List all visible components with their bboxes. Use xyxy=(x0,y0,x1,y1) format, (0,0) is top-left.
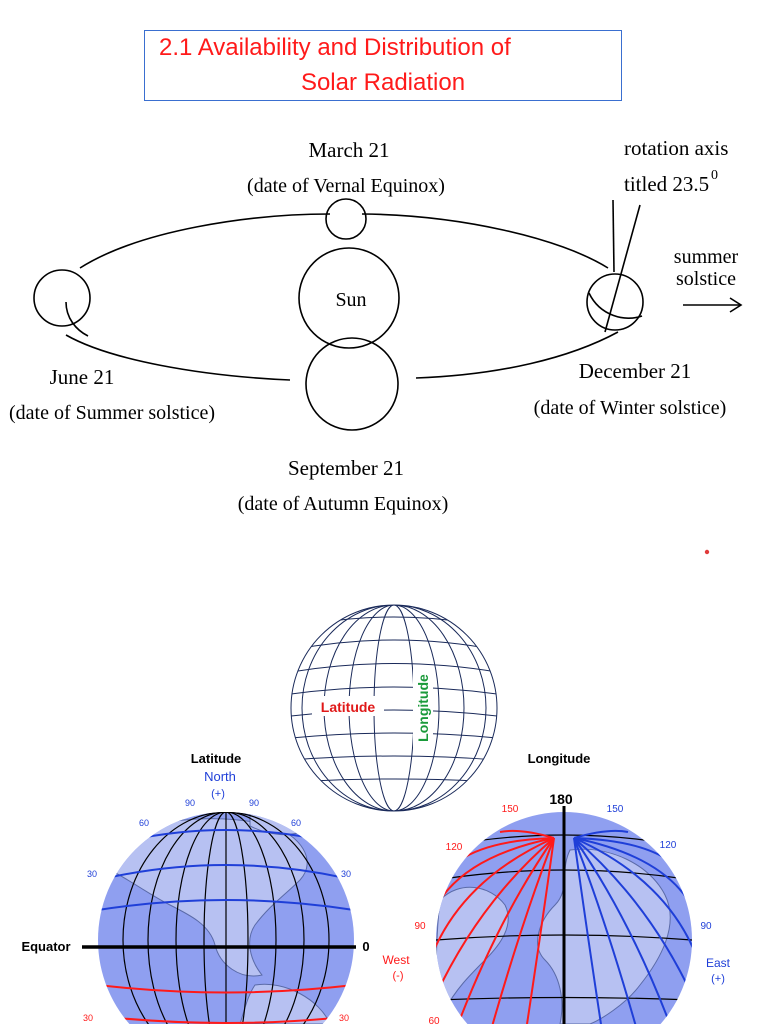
arrow-head-icon xyxy=(729,297,743,313)
longitude-label-bg xyxy=(413,666,433,748)
latitude-heading: Latitude xyxy=(191,751,242,766)
june-earth xyxy=(33,269,91,327)
december-axis xyxy=(604,204,641,333)
rotation-axis-line2: titled 23.5 xyxy=(624,172,709,196)
equator-label: Equator xyxy=(21,939,70,954)
december-caption: (date of Winter solstice) xyxy=(534,397,727,419)
title-line-1: 2.1 Availability and Distribution of xyxy=(159,34,511,61)
lat-zero-label: 0 xyxy=(362,939,369,954)
june-earth-axis xyxy=(65,301,89,337)
march-caption: (date of Vernal Equinox) xyxy=(247,175,445,197)
summer-arrow-line2: solstice xyxy=(676,268,736,290)
axis-pointer-left xyxy=(612,199,615,273)
lon-tick-120-left: 120 xyxy=(446,842,463,853)
lon-tick-60-left: 60 xyxy=(428,1016,440,1024)
lon-top-label: 180 xyxy=(549,791,573,807)
title-box: 2.1 Availability and Distribution of Sol… xyxy=(144,30,622,101)
september-caption: (date of Autumn Equinox) xyxy=(238,493,449,515)
title-line-2: Solar Radiation xyxy=(300,69,466,96)
march-earth xyxy=(325,198,367,240)
lat-tick-90-right: 90 xyxy=(249,798,259,808)
march-date: March 21 xyxy=(308,138,389,162)
lat-tick-60-left: 60 xyxy=(139,818,149,828)
east-label: East xyxy=(706,956,731,970)
sun-circle xyxy=(298,247,400,349)
latitude-label-bg xyxy=(312,696,384,716)
rotation-axis-degree: 0 xyxy=(711,168,718,183)
september-date: September 21 xyxy=(288,456,404,480)
lon-tick-90-left: 90 xyxy=(414,921,426,932)
land-africa-europe xyxy=(537,848,671,1024)
lat-tick-90-left: 90 xyxy=(185,798,195,808)
lon-tick-90-right: 90 xyxy=(700,921,712,932)
longitude-globe xyxy=(436,806,692,1024)
lat-tick-neg30-left: 30 xyxy=(83,1013,93,1023)
longitude-word: Longitude xyxy=(415,674,431,742)
lon-tick-150-right: 150 xyxy=(607,804,624,815)
west-sign: (-) xyxy=(393,970,404,982)
east-sign: (+) xyxy=(711,973,725,985)
september-earth xyxy=(305,337,399,431)
red-dot xyxy=(704,549,710,555)
summer-arrow-line1: summer xyxy=(674,246,739,268)
lat-tick-neg30-right: 30 xyxy=(339,1013,349,1023)
rotation-axis-line1: rotation axis xyxy=(624,136,728,160)
june-date: June 21 xyxy=(50,365,115,389)
orbit-path-bottom-right xyxy=(415,331,619,379)
orbit-path-bottom-left xyxy=(65,334,291,381)
orbit-path-top-right xyxy=(361,213,609,269)
december-date: December 21 xyxy=(579,359,692,383)
december-equator xyxy=(588,292,643,319)
lon-tick-150-left: 150 xyxy=(502,804,519,815)
sun-label: Sun xyxy=(335,289,366,311)
lon-tick-120-right: 120 xyxy=(660,840,677,851)
orbit-path-top xyxy=(79,213,331,269)
longitude-heading: Longitude xyxy=(528,751,591,766)
lat-tick-30-left: 30 xyxy=(87,869,97,879)
orbit-diagram xyxy=(33,198,743,431)
north-label: North xyxy=(204,769,236,784)
lat-tick-60-right: 60 xyxy=(291,818,301,828)
latitude-globe xyxy=(82,812,356,1024)
lat-tick-30-right: 30 xyxy=(341,869,351,879)
west-label: West xyxy=(382,953,410,967)
north-sign: (+) xyxy=(211,788,225,800)
latitude-word: Latitude xyxy=(321,699,376,715)
june-caption: (date of Summer solstice) xyxy=(9,402,215,424)
december-earth xyxy=(586,273,644,331)
